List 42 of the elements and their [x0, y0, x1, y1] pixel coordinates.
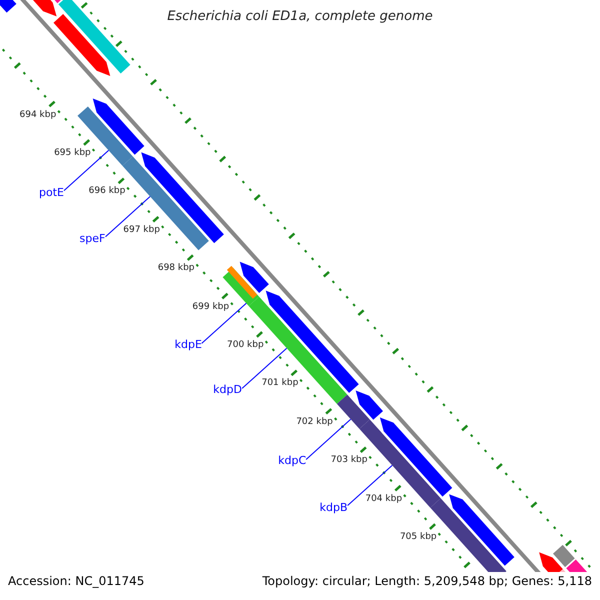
- leader-line: [347, 464, 393, 506]
- leader-line: [105, 196, 151, 238]
- leader-line: [64, 150, 110, 192]
- gene-feature: [92, 98, 144, 155]
- gene-bar: [566, 560, 588, 572]
- tick-label: 700 kbp: [227, 340, 264, 351]
- leader-line: [242, 348, 288, 389]
- gene-feature: [449, 494, 514, 566]
- title: Escherichia coli ED1a, complete genome: [166, 9, 434, 25]
- gene-label: speF: [80, 232, 106, 245]
- gene-feature: [54, 14, 110, 76]
- gene-label: kdpC: [278, 454, 306, 468]
- gene-label: potE: [39, 186, 64, 199]
- gene-bar: [553, 544, 575, 568]
- gene-feature: [0, 0, 16, 13]
- gene-label: kdpD: [213, 383, 242, 397]
- tick-label: 702 kbp: [296, 416, 333, 428]
- gene-bar: [54, 0, 61, 4]
- leader-line: [201, 302, 247, 344]
- gene-label: kdpE: [174, 338, 202, 352]
- tick-label: 699 kbp: [192, 302, 230, 312]
- tick-label: 703 kbp: [330, 455, 368, 466]
- tick-label: 701 kbp: [262, 378, 298, 390]
- gene-bar: [248, 296, 348, 404]
- gene-bar: [58, 0, 130, 74]
- tick-label: 698 kbp: [158, 263, 195, 274]
- gene-feature: [141, 152, 224, 244]
- tick-label: 697 kbp: [123, 224, 160, 236]
- tick-label: 695 kbp: [54, 148, 91, 159]
- tick-label: 704 kbp: [365, 494, 402, 504]
- gene-label: kdpB: [320, 500, 348, 514]
- tick-label: 694 kbp: [20, 110, 56, 120]
- gene-feature: [356, 390, 383, 420]
- tick-label: 696 kbp: [88, 186, 126, 198]
- accession-text: Accession: NC_011745: [8, 574, 144, 588]
- gene-feature: [33, 0, 57, 16]
- tick-label: 705 kbp: [400, 532, 437, 543]
- gene-feature: [240, 262, 269, 293]
- gene-feature: [539, 552, 563, 572]
- leader-line: [306, 418, 352, 460]
- genome-info-text: Topology: circular; Length: 5,209,548 bp; Genes: 5,118: [262, 574, 592, 588]
- gene-bar: [336, 394, 370, 429]
